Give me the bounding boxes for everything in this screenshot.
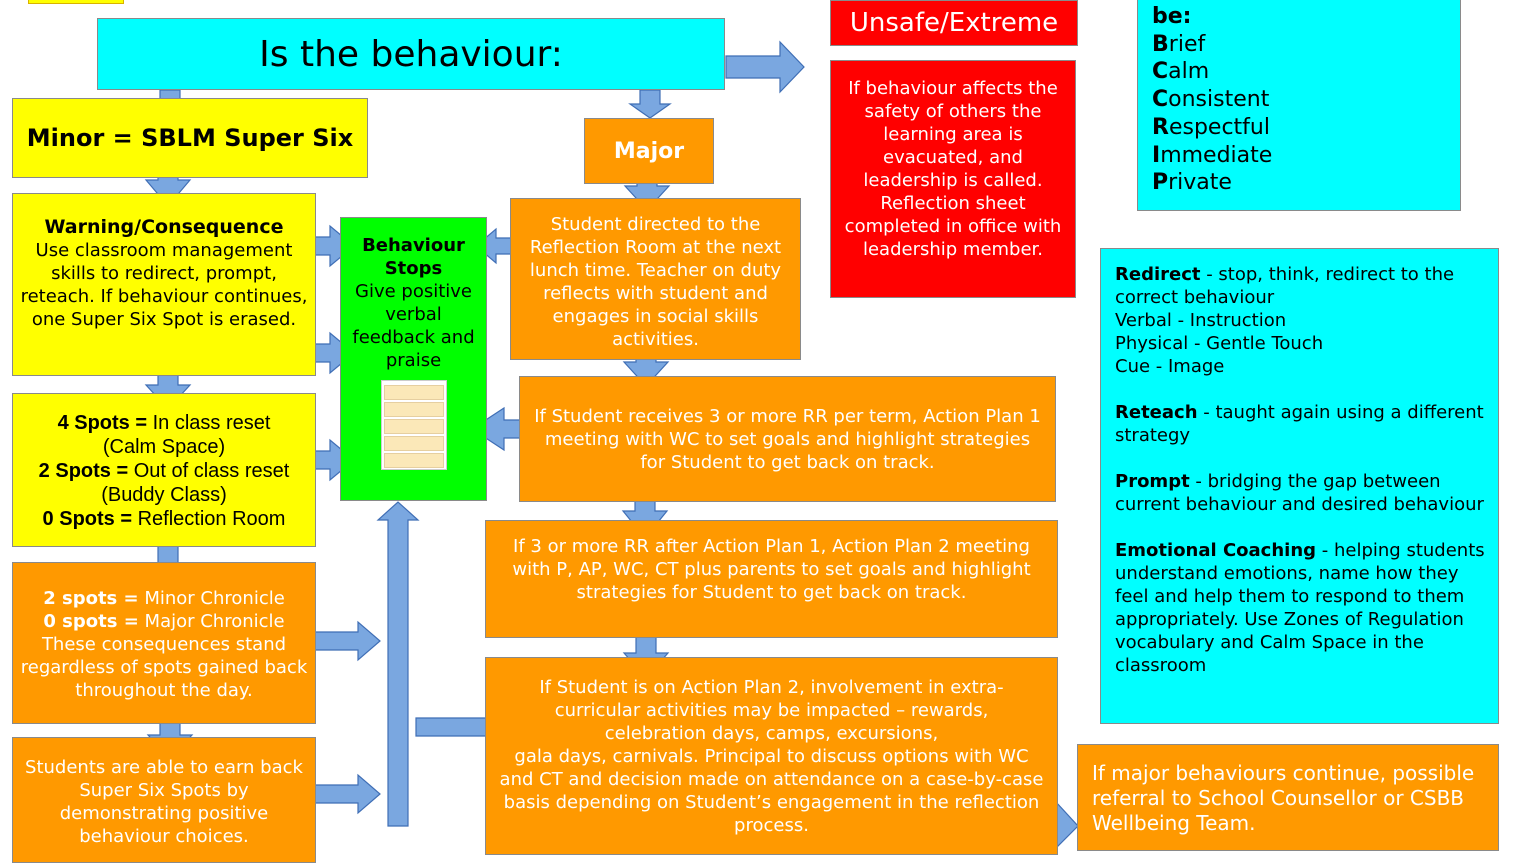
arrow-up: [376, 501, 420, 827]
spots-box: 4 Spots = In class reset (Calm Space) 2 …: [12, 393, 316, 547]
strategy-cue: Cue - Image: [1115, 356, 1225, 377]
be-item: Private: [1152, 170, 1232, 196]
header-title: Is the behaviour:: [259, 33, 563, 75]
super-six-chart-image: [380, 380, 447, 470]
be-item: Immediate: [1152, 142, 1273, 168]
reflection-text: Student directed to the Reflection Room …: [529, 214, 782, 350]
earn-back-box: Students are able to earn back Super Six…: [12, 737, 316, 863]
warning-consequence-box: Warning/Consequence Use classroom manage…: [12, 193, 316, 376]
arrow-right: [304, 773, 381, 815]
strategy-reteach: Reteach - taught again using a different…: [1115, 402, 1484, 446]
spots-line: 2 Spots = Out of class reset: [38, 460, 290, 482]
referral-box: If major behaviours continue, possible r…: [1077, 744, 1499, 851]
earn-back-text: Students are able to earn back Super Six…: [25, 757, 303, 847]
unsafe-title-box: Unsafe/Extreme: [830, 0, 1078, 46]
unsafe-text: If behaviour affects the safety of other…: [844, 78, 1062, 260]
behaviour-question-header: Is the behaviour:: [97, 18, 725, 90]
referral-text: If major behaviours continue, possible r…: [1092, 761, 1475, 835]
warning-text: Use classroom management skills to redir…: [20, 240, 308, 330]
be-heading: be:: [1152, 4, 1192, 29]
reflection-room-box: Student directed to the Reflection Room …: [510, 198, 801, 360]
arrow-right: [725, 40, 805, 94]
strategy-physical: Physical - Gentle Touch: [1115, 333, 1324, 354]
cropped-box: [28, 0, 124, 4]
action-plan-2-text: If 3 or more RR after Action Plan 1, Act…: [512, 536, 1031, 603]
chronicle-box: 2 spots = Minor Chronicle 0 spots = Majo…: [12, 562, 316, 724]
major-title: Major: [613, 138, 685, 164]
strategy-prompt: Prompt - bridging the gap between curren…: [1115, 471, 1484, 515]
extracurricular-text-b: gala days, carnivals. Principal to discu…: [499, 746, 1044, 836]
arrow-right: [304, 620, 381, 662]
spots-line: 4 Spots = In class reset: [57, 412, 271, 434]
be-item: Respectful: [1152, 114, 1270, 140]
strategy-redirect: Redirect - stop, think, redirect to the …: [1115, 264, 1455, 308]
action-plan-1-box: If Student receives 3 or more RR per ter…: [519, 376, 1056, 502]
strategy-verbal: Verbal - Instruction: [1115, 310, 1287, 331]
strategy-emotional-coaching: Emotional Coaching - helping students un…: [1115, 540, 1485, 676]
extracurricular-box: If Student is on Action Plan 2, involvem…: [485, 657, 1058, 855]
spots-line-sub: (Calm Space): [102, 436, 226, 458]
warning-title: Warning/Consequence: [44, 216, 284, 238]
be-item: Calm: [1152, 59, 1210, 85]
minor-box: Minor = SBLM Super Six: [12, 98, 368, 178]
be-item: Consistent: [1152, 87, 1270, 113]
be-item: Brief: [1152, 31, 1206, 57]
action-plan-2-box: If 3 or more RR after Action Plan 1, Act…: [485, 520, 1058, 638]
unsafe-description-box: If behaviour affects the safety of other…: [830, 60, 1076, 298]
extracurricular-text-a: If Student is on Action Plan 2, involvem…: [539, 677, 1004, 744]
chronicle-text: These consequences stand regardless of s…: [20, 634, 308, 701]
chronicle-line: 2 spots = Minor Chronicle: [43, 588, 285, 609]
spots-line: 0 Spots = Reflection Room: [42, 508, 286, 530]
action-plan-1-text: If Student receives 3 or more RR per ter…: [534, 406, 1041, 473]
unsafe-title: Unsafe/Extreme: [849, 8, 1059, 38]
arrow-down: [628, 89, 672, 119]
stops-text: Give positive verbal feedback and praise: [352, 281, 475, 371]
chronicle-line: 0 spots = Major Chronicle: [43, 611, 285, 632]
major-box: Major: [584, 118, 714, 184]
strategies-box: Redirect - stop, think, redirect to the …: [1100, 248, 1499, 724]
spots-line-sub: (Buddy Class): [101, 484, 227, 506]
behaviour-stops-box: Behaviour Stops Give positive verbal fee…: [340, 217, 487, 501]
stops-title: Behaviour Stops: [362, 235, 465, 279]
be-attributes-box: be: Brief Calm Consistent Respectful Imm…: [1137, 0, 1461, 211]
minor-title: Minor = SBLM Super Six: [26, 124, 354, 152]
